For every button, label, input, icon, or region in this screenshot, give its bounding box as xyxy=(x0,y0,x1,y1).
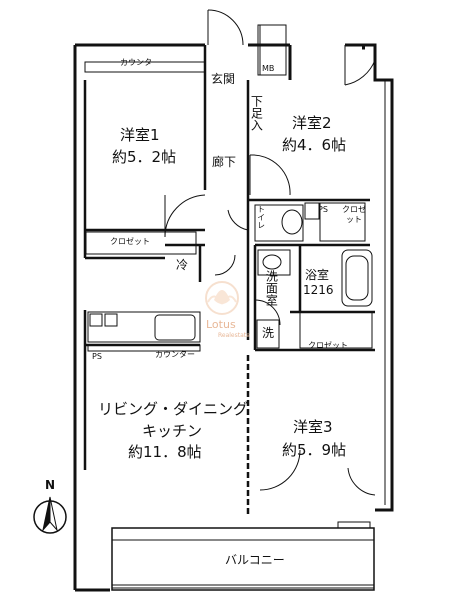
door-swings xyxy=(164,9,376,496)
western3-name: 洋室3 xyxy=(293,418,333,436)
counter-top-label: カウンター xyxy=(120,58,160,67)
balcony-label: バルコニー xyxy=(225,553,285,567)
mb-label: MB xyxy=(262,64,275,73)
closet-left-label: クロゼット xyxy=(110,237,150,246)
fixtures xyxy=(84,61,373,529)
closet-bottom-label: クロゼット xyxy=(308,341,348,350)
ps-top-label: PS xyxy=(318,205,328,214)
western3-size: 約5．9帖 xyxy=(282,441,347,459)
genkan-label: 玄関 xyxy=(211,72,236,86)
sen-label: 洗 xyxy=(262,326,275,340)
geta-label: 下足入 xyxy=(249,95,264,131)
western2-name: 洋室2 xyxy=(292,114,332,132)
western1-size: 約5．2帖 xyxy=(112,148,177,166)
counter-kitchen-label: カウンター xyxy=(155,350,195,359)
rei-label: 冷 xyxy=(176,258,189,272)
ps-kitchen-label: PS xyxy=(92,352,102,361)
ldk-size: 約11．8帖 xyxy=(128,443,202,461)
watermark-brand: Lotus xyxy=(206,318,236,331)
watermark-logo xyxy=(205,281,239,315)
ldk-name2: キッチン xyxy=(142,422,203,440)
north-label: N xyxy=(45,478,56,492)
watermark-sub: Realestate xyxy=(218,332,250,339)
western1-name: 洋室1 xyxy=(120,126,160,144)
rouka-label: 廊下 xyxy=(212,155,237,169)
western2-size: 約4．6帖 xyxy=(282,136,347,154)
closet-right-label: クロゼット xyxy=(342,205,366,224)
balcony-outline xyxy=(111,527,375,591)
senmen-label: 洗面室 xyxy=(264,270,279,306)
outer-walls xyxy=(73,43,394,592)
bath-name: 浴室 xyxy=(305,268,330,282)
ldk-name: リビング・ダイニング xyxy=(98,400,249,418)
bath-size: 1216 xyxy=(303,283,334,297)
toilet-label: トイレ xyxy=(256,205,266,229)
north-arrow-icon xyxy=(33,496,67,534)
